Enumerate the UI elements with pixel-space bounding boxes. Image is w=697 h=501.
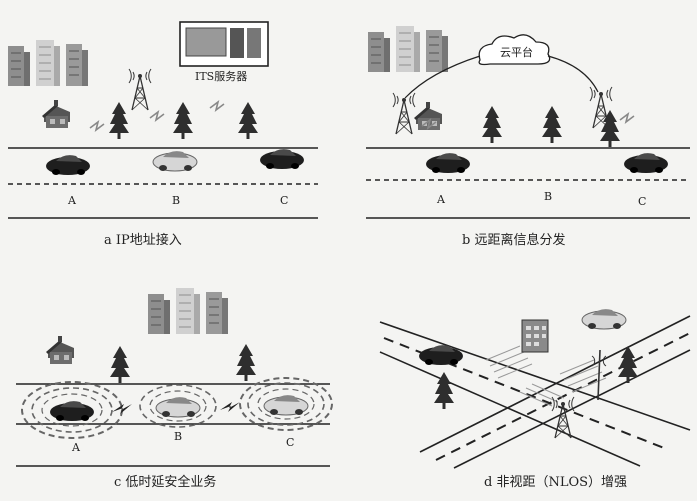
signal-bolt-icon bbox=[209, 101, 225, 111]
panel-b: 云平台 A B C b 远距离信息分发 bbox=[366, 26, 690, 248]
car-label-a: A bbox=[436, 193, 446, 206]
car-icon bbox=[263, 394, 309, 416]
signal-bolt-icon bbox=[112, 404, 132, 414]
tree-icon bbox=[542, 106, 562, 143]
car-icon bbox=[624, 153, 668, 173]
buildings-icon bbox=[368, 26, 448, 72]
signal-bolt-icon bbox=[89, 121, 105, 131]
car-icon bbox=[426, 153, 470, 173]
building-icon bbox=[521, 319, 549, 353]
buildings-icon bbox=[148, 288, 228, 334]
car-label-a: A bbox=[71, 441, 81, 454]
car-label-c: C bbox=[638, 195, 646, 208]
cloud-label: 云平台 bbox=[500, 45, 533, 59]
car-label-b: B bbox=[174, 430, 182, 443]
panel-a: ITS服务器 A B C a IP地址接入 bbox=[8, 21, 318, 248]
car-label-a: A bbox=[67, 194, 77, 207]
car-label-b: B bbox=[172, 194, 180, 207]
road-edge bbox=[453, 349, 691, 469]
car-icon bbox=[581, 308, 627, 330]
caption-d: d 非视距（NLOS）增强 bbox=[484, 475, 627, 490]
car-icon bbox=[46, 155, 90, 175]
signal-rings-icon bbox=[139, 384, 217, 428]
tower-icon bbox=[392, 92, 416, 135]
signal-bolt-icon bbox=[220, 402, 240, 412]
car-icon bbox=[152, 150, 198, 172]
car-icon bbox=[155, 396, 201, 418]
car-label-c: C bbox=[286, 436, 294, 449]
tree-icon bbox=[236, 344, 256, 381]
signal-rings-icon bbox=[239, 377, 333, 431]
road-edge bbox=[419, 315, 691, 453]
panel-c: A B C c 低时延安全业务 bbox=[16, 288, 333, 490]
crosswalk bbox=[485, 345, 607, 407]
tree-icon bbox=[173, 102, 193, 139]
road-lane-divider bbox=[435, 332, 691, 461]
its-server-label: ITS服务器 bbox=[195, 70, 247, 83]
signal-icon bbox=[591, 355, 607, 367]
tree-icon bbox=[110, 346, 130, 383]
house-icon bbox=[42, 100, 70, 128]
cloud-link-line bbox=[547, 55, 599, 93]
car-label-b: B bbox=[544, 190, 552, 203]
tower-icon bbox=[128, 68, 152, 111]
house-icon bbox=[46, 336, 74, 364]
signal-bolt-icon bbox=[619, 113, 635, 123]
signal-bolt-icon bbox=[149, 111, 165, 121]
tree-icon bbox=[109, 102, 129, 139]
road-edge bbox=[379, 321, 691, 431]
buildings-icon bbox=[8, 40, 88, 86]
tree-icon bbox=[482, 106, 502, 143]
caption-b: b 远距离信息分发 bbox=[462, 232, 565, 248]
panel-d: d 非视距（NLOS）增强 bbox=[379, 308, 691, 490]
road-edge bbox=[379, 351, 641, 467]
cloud-icon bbox=[478, 34, 551, 66]
cloud-link-line bbox=[404, 55, 481, 99]
car-label-c: C bbox=[280, 194, 288, 207]
car-icon bbox=[50, 401, 94, 421]
car-icon bbox=[260, 149, 304, 169]
caption-c: c 低时延安全业务 bbox=[114, 474, 216, 490]
roadside-unit-pole bbox=[597, 349, 601, 401]
caption-a: a IP地址接入 bbox=[104, 232, 182, 248]
tree-icon bbox=[238, 102, 258, 139]
